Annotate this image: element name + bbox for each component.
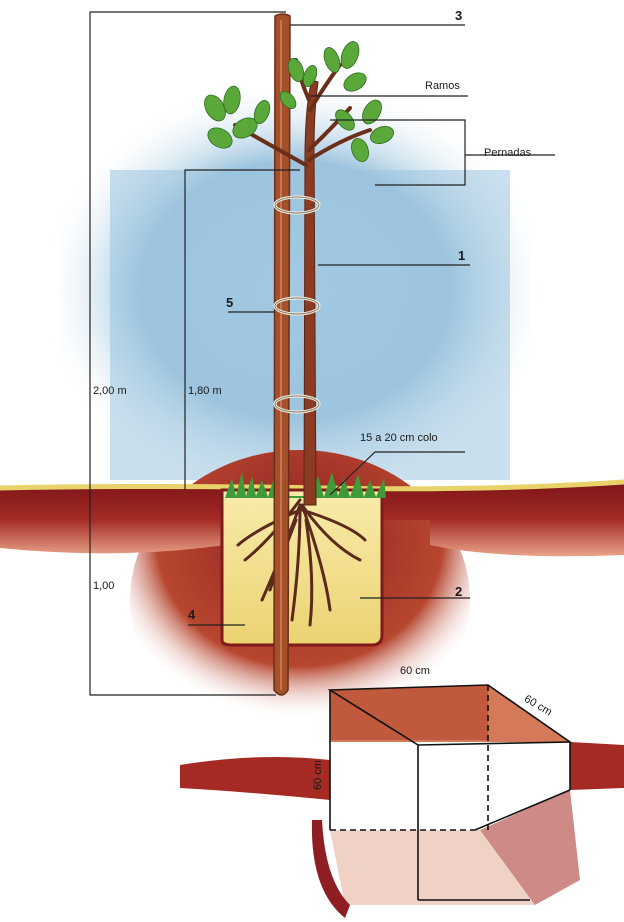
label-1: 1 [458, 248, 465, 263]
label-3: 3 [455, 8, 462, 23]
planting-hole [222, 490, 382, 645]
label-colo: 15 a 20 cm colo [360, 432, 438, 444]
label-height-2m: 2,00 m [93, 385, 127, 397]
label-pit-depth: 60 cm [312, 760, 324, 790]
label-pernadas: Pernadas [484, 147, 531, 159]
label-5: 5 [226, 295, 233, 310]
label-height-1-80m: 1,80 m [188, 385, 222, 397]
label-pit-width: 60 cm [400, 665, 430, 677]
label-ramos: Ramos [425, 80, 460, 92]
label-4: 4 [188, 607, 195, 622]
label-2: 2 [455, 584, 462, 599]
label-depth-1m: 1,00 [93, 580, 114, 592]
